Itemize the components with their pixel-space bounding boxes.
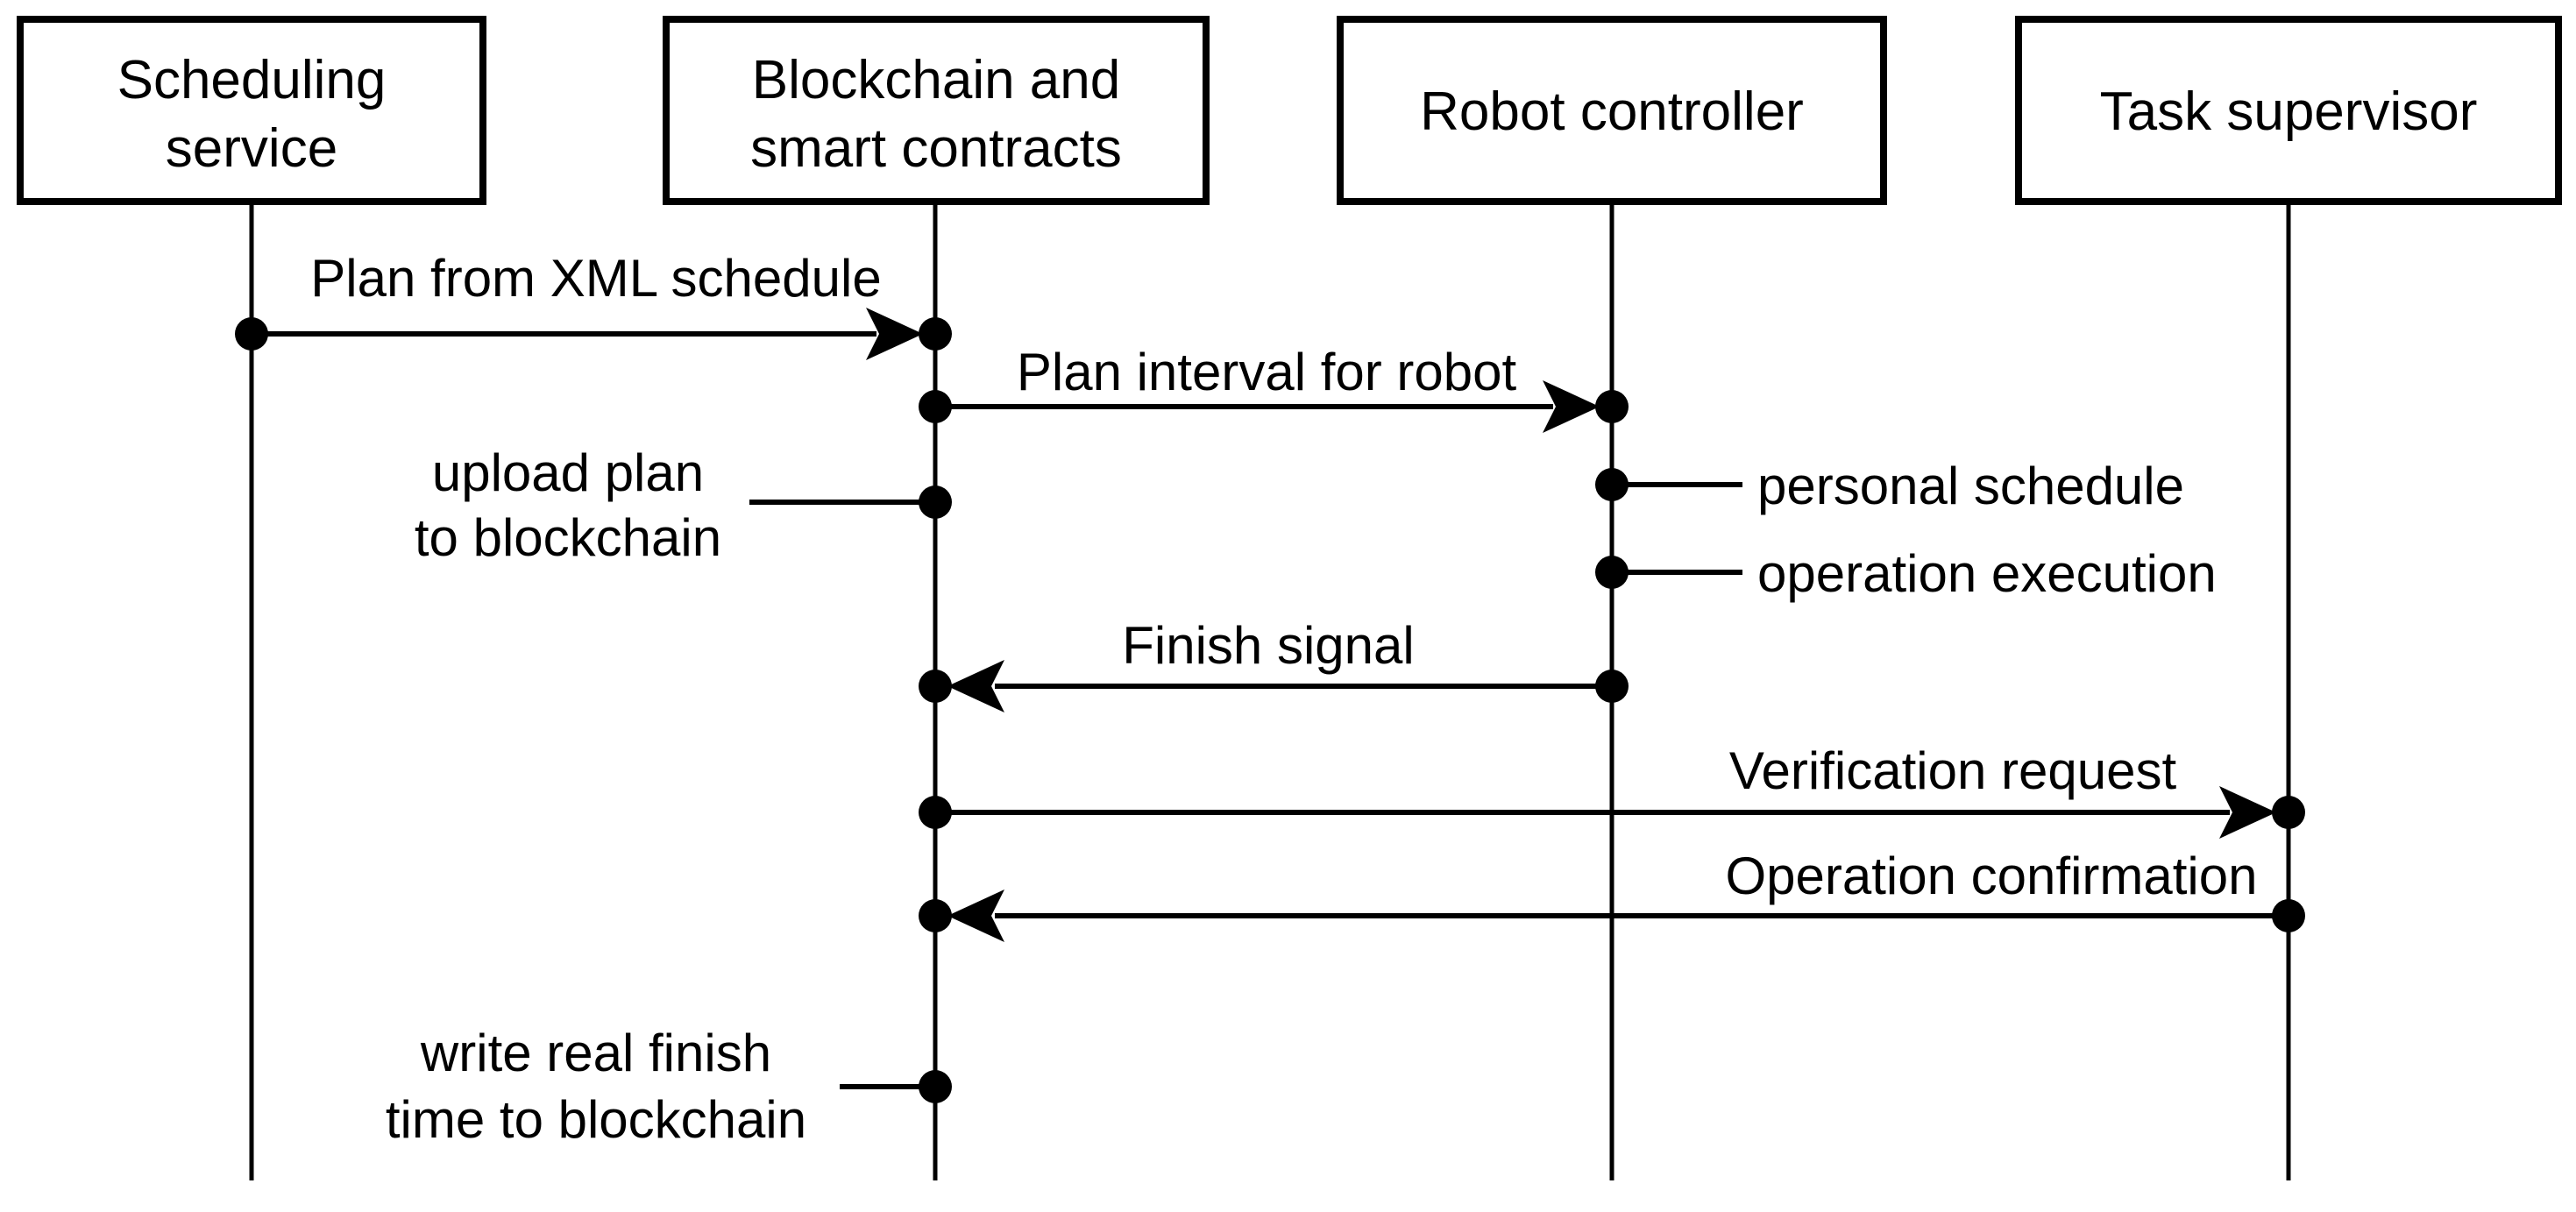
- message-label: Plan interval for robot: [1017, 343, 1517, 401]
- annotation-label-line: time to blockchain: [386, 1090, 806, 1149]
- actor-title-line: service: [166, 118, 337, 179]
- message-label: Plan from XML schedule: [310, 249, 881, 308]
- endpoint-dot: [919, 1070, 952, 1103]
- endpoint-dot: [1595, 670, 1629, 703]
- actor-title-line: Blockchain and: [752, 50, 1121, 110]
- annotation-label-line: personal schedule: [1757, 457, 2184, 515]
- annotation-write-real-finish-time: write real finish time to blockchain: [386, 1024, 952, 1149]
- endpoint-dot: [919, 796, 952, 829]
- arrowhead-left-icon: [947, 660, 1004, 712]
- message-plan-from-xml-schedule: Plan from XML schedule: [235, 249, 952, 360]
- actor-title-line: Robot controller: [1420, 82, 1804, 142]
- endpoint-dot: [1595, 556, 1629, 589]
- actor-scheduling-service: Scheduling service: [17, 16, 486, 205]
- annotation-label-line: operation execution: [1757, 544, 2217, 603]
- annotation-upload-plan-to-blockchain: upload plan to blockchain: [415, 443, 952, 567]
- arrowhead-right-icon: [1543, 380, 1600, 433]
- message-label: Verification request: [1729, 741, 2177, 800]
- annotation-operation-execution: operation execution: [1595, 544, 2217, 603]
- endpoint-dot: [1595, 390, 1629, 423]
- annotation-label-line: write real finish: [420, 1024, 771, 1082]
- actor-title-line: Scheduling: [117, 50, 387, 110]
- annotation-label-line: to blockchain: [415, 508, 721, 567]
- message-label: Operation confirmation: [1726, 847, 2258, 905]
- actor-box-rect: [17, 16, 486, 205]
- endpoint-dot: [2272, 796, 2305, 829]
- endpoint-dot: [2272, 899, 2305, 932]
- actor-box-rect: [1337, 16, 1887, 205]
- message-plan-interval-for-robot: Plan interval for robot: [919, 343, 1629, 433]
- arrowhead-right-icon: [2219, 786, 2276, 839]
- endpoint-dot: [919, 486, 952, 519]
- message-verification-request: Verification request: [919, 741, 2305, 839]
- actor-box-rect: [663, 16, 1210, 205]
- endpoint-dot: [919, 317, 952, 351]
- endpoint-dot: [235, 317, 268, 351]
- actor-box-rect: [2015, 16, 2562, 205]
- endpoint-dot: [919, 670, 952, 703]
- annotation-personal-schedule: personal schedule: [1595, 457, 2184, 515]
- endpoint-dot: [1595, 468, 1629, 501]
- message-label: Finish signal: [1122, 616, 1415, 675]
- actor-title-line: smart contracts: [750, 118, 1122, 179]
- arrowhead-left-icon: [947, 890, 1004, 942]
- message-operation-confirmation: Operation confirmation: [919, 847, 2305, 942]
- actor-robot-controller: Robot controller: [1337, 16, 1887, 205]
- actor-title-line: Task supervisor: [2100, 82, 2478, 142]
- actor-task-supervisor: Task supervisor: [2015, 16, 2562, 205]
- actor-blockchain-smart-contracts: Blockchain and smart contracts: [663, 16, 1210, 205]
- endpoint-dot: [919, 390, 952, 423]
- arrowhead-right-icon: [866, 308, 923, 360]
- endpoint-dot: [919, 899, 952, 932]
- annotation-label-line: upload plan: [432, 443, 704, 502]
- message-finish-signal: Finish signal: [919, 616, 1629, 712]
